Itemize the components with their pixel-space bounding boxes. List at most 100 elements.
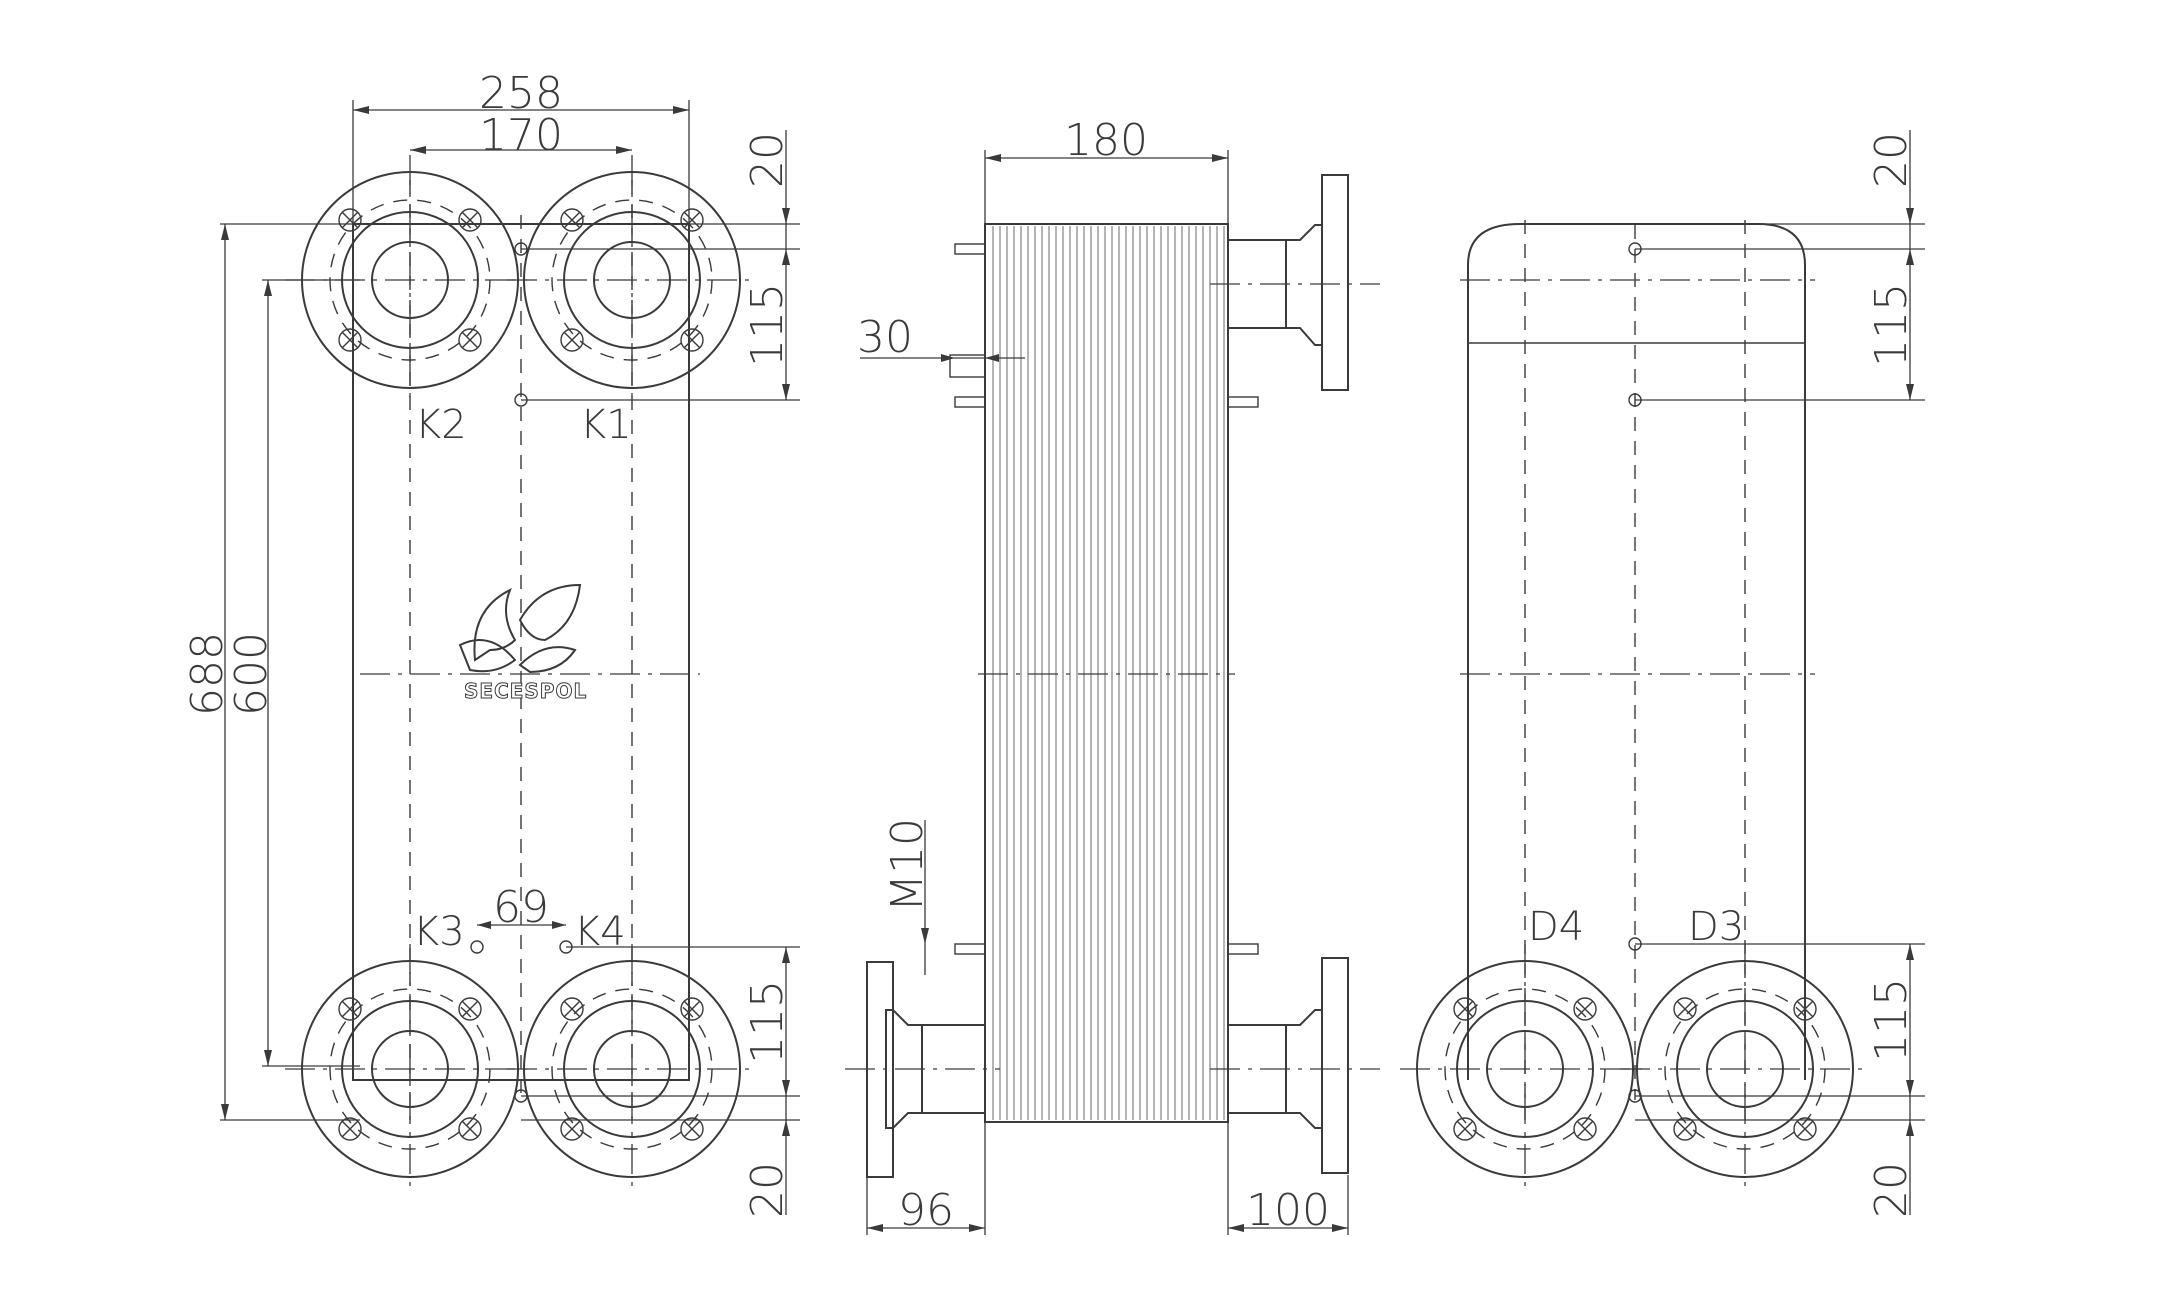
arrowhead	[477, 921, 491, 929]
port-label-k1: K1	[580, 402, 632, 448]
port-label-d4: D4	[1528, 904, 1584, 950]
stud-marker	[470, 940, 484, 954]
side-connection-bottom-right	[1210, 957, 1380, 1174]
brand-name: SECESPOL	[464, 679, 587, 703]
dim-bottom-offset-front: 20	[742, 1162, 793, 1218]
dim-port-spacing-vertical: 600	[226, 632, 277, 716]
dim-depth: 180	[1064, 115, 1148, 166]
bolt-hole	[338, 208, 362, 232]
arrowhead	[1906, 249, 1914, 265]
arrowhead	[782, 249, 790, 265]
dim-top-port-dist-front: 115	[742, 283, 793, 367]
arrowhead	[221, 224, 229, 240]
arrowhead	[782, 1080, 790, 1096]
stud	[1227, 943, 1259, 955]
side-view: 180 30 M10 96 100	[845, 115, 1380, 1236]
arrowhead	[1332, 1224, 1348, 1232]
bolt-hole	[1793, 997, 1817, 1021]
arrowhead	[264, 280, 272, 296]
dim-flange-right-length: 100	[1246, 1185, 1330, 1236]
arrowhead	[221, 1104, 229, 1120]
front-view: K2 K1 K3 K4 SECESPOL 258 170 688	[182, 68, 800, 1218]
port-label-k4: K4	[574, 909, 626, 955]
arrowhead	[867, 1224, 883, 1232]
dim-bottom-port-dist-rear: 115	[1866, 978, 1917, 1062]
stud-block	[949, 354, 986, 378]
flange-plate	[1321, 174, 1349, 391]
bolt-hole	[1453, 1117, 1477, 1141]
dim-height-overall: 688	[182, 632, 233, 716]
arrowhead	[782, 947, 790, 963]
arrowhead	[264, 1050, 272, 1066]
dim-pitch-k3-k4: 69	[493, 882, 549, 933]
stud	[954, 396, 986, 408]
bolt-hole	[1673, 1117, 1697, 1141]
side-connection-bottom-left	[845, 961, 1000, 1178]
stud	[1227, 396, 1259, 408]
side-connection-top-right	[1210, 174, 1380, 391]
flange-plate	[1321, 957, 1349, 1174]
arrowhead	[941, 354, 955, 362]
dim-stud-length: 30	[857, 312, 913, 363]
arrowhead	[782, 208, 790, 224]
bolt-hole	[680, 328, 704, 352]
port-label-k3: K3	[413, 909, 465, 955]
front-flanges	[285, 155, 757, 1194]
arrowhead	[1906, 384, 1914, 400]
arrowhead	[353, 106, 369, 114]
dim-top-offset-front: 20	[742, 132, 793, 188]
bolt-hole	[680, 1117, 704, 1141]
rear-body	[1467, 223, 1806, 1080]
bolt-hole	[458, 328, 482, 352]
logo-swirl-right	[518, 583, 582, 642]
dim-port-spacing-horizontal: 170	[479, 110, 563, 161]
logo-swirl-bottom-right	[518, 646, 577, 674]
bolt-hole	[680, 208, 704, 232]
flange-d4	[1400, 944, 1650, 1194]
bolt-hole	[1793, 1117, 1817, 1141]
connection-neck	[1285, 224, 1323, 346]
bolt-hole	[680, 997, 704, 1021]
arrowhead	[1906, 208, 1914, 224]
flange-k1	[507, 155, 757, 405]
arrowhead	[552, 921, 566, 929]
bolt-hole	[338, 997, 362, 1021]
arrowhead	[921, 928, 929, 944]
arrowhead	[1228, 1224, 1244, 1232]
arrowhead	[1212, 154, 1228, 162]
stud	[954, 943, 986, 955]
dim-width-overall: 258	[479, 68, 563, 119]
bolt-hole	[560, 328, 584, 352]
arrowhead	[782, 1120, 790, 1136]
bolt-hole	[1673, 997, 1697, 1021]
plate-fins	[992, 226, 1225, 1120]
dim-top-offset-rear: 20	[1866, 132, 1917, 188]
bolt-hole	[338, 1117, 362, 1141]
dim-stud-thread: M10	[882, 818, 933, 912]
rear-flanges	[1400, 944, 1870, 1194]
bolt-hole	[458, 1117, 482, 1141]
flange-k4	[507, 944, 757, 1194]
arrowhead	[1906, 1080, 1914, 1096]
dim-bottom-port-dist-front: 115	[742, 980, 793, 1064]
bolt-hole	[560, 1117, 584, 1141]
port-label-d3: D3	[1688, 904, 1744, 950]
bolt-hole	[560, 208, 584, 232]
logo-swirl-bottom	[458, 639, 517, 673]
logo-swirl-left	[473, 587, 517, 662]
arrowhead	[985, 154, 1001, 162]
port-label-k2: K2	[415, 402, 467, 448]
dim-flange-left-length: 96	[898, 1185, 954, 1236]
bolt-hole	[1453, 997, 1477, 1021]
flange-d3	[1620, 944, 1870, 1194]
dim-bottom-offset-rear: 20	[1866, 1162, 1917, 1218]
arrowhead	[616, 146, 632, 154]
secespol-logo: SECESPOL	[458, 583, 587, 704]
stud	[954, 243, 986, 255]
bolt-hole	[338, 328, 362, 352]
arrowhead	[673, 106, 689, 114]
bolt-hole	[458, 997, 482, 1021]
arrowhead	[969, 1224, 985, 1232]
bolt-hole	[458, 208, 482, 232]
